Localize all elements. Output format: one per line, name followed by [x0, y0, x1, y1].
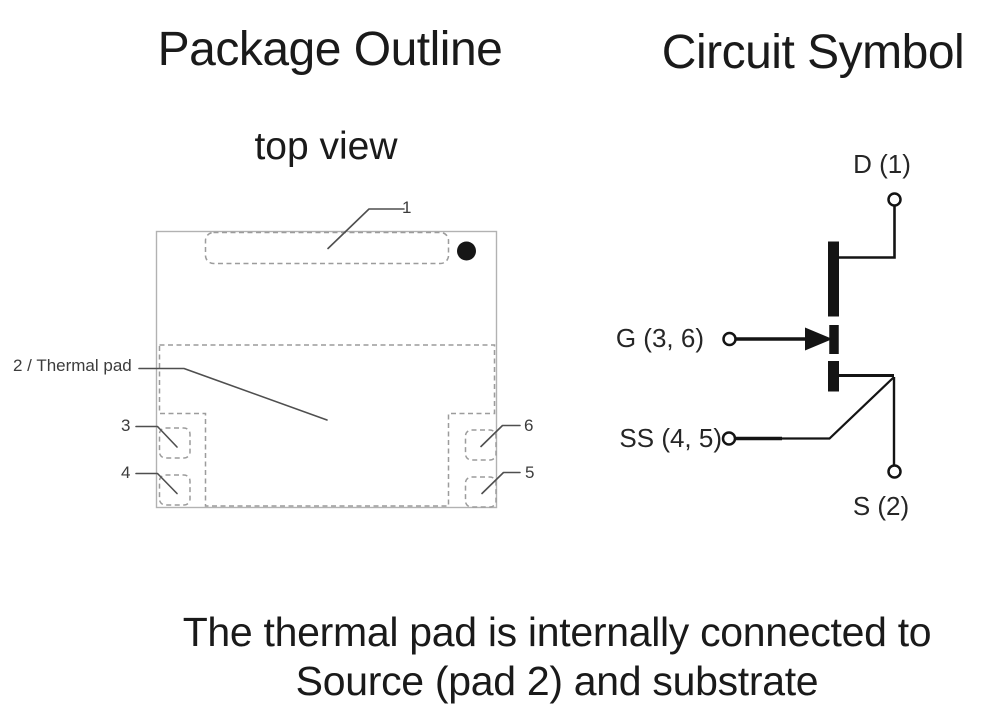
gate-terminal-label: G (3, 6)	[615, 323, 704, 353]
drain-wire	[839, 205, 896, 259]
leader-lines	[135, 208, 521, 495]
leader-line-thermal-pad	[138, 367, 328, 421]
top-view-subtitle: top view	[254, 125, 398, 168]
source-sense-terminal-circle	[721, 431, 737, 446]
thermal-pad-note: The thermal pad is internally connected …	[107, 608, 1000, 706]
gate-arrow-icon	[805, 327, 833, 351]
pin1-marker-dot-icon	[457, 241, 476, 261]
pin5-label: 5	[525, 463, 535, 482]
package-body-outline	[155, 230, 498, 509]
gate-terminal-circle	[722, 331, 737, 347]
drain-terminal-label: D (1)	[853, 149, 911, 179]
source-sense-terminal-label: SS (4, 5)	[619, 423, 722, 453]
thermal-pad-outline	[158, 344, 496, 507]
pad3-outline	[158, 427, 191, 459]
leader-line-pin4	[135, 472, 178, 495]
package-drawing	[155, 230, 498, 509]
thermal-pad-label: 2 / Thermal pad	[13, 356, 132, 375]
pin1-label: 1	[402, 198, 412, 217]
source-sense-wire	[782, 376, 895, 440]
package-pads	[158, 231, 497, 508]
note-line-2: Source (pad 2) and substrate	[295, 658, 819, 704]
pin6-label: 6	[524, 416, 534, 435]
pad5-outline	[464, 476, 497, 508]
source-terminal-label: S (2)	[852, 491, 910, 521]
circuit-symbol-title: Circuit Symbol	[661, 26, 965, 79]
note-line-1: The thermal pad is internally connected …	[182, 609, 932, 655]
pad6-outline	[464, 429, 497, 461]
mosfet-symbol	[721, 192, 902, 479]
pad4-outline	[158, 474, 191, 506]
leader-line-pin5	[481, 471, 521, 495]
package-outline-title: Package Outline	[157, 23, 503, 76]
pin3-label: 3	[121, 416, 131, 435]
leader-line-pin6	[480, 424, 521, 448]
source-terminal-circle	[887, 464, 902, 479]
leader-line-pin3	[135, 425, 178, 448]
leader-line-pin1	[327, 208, 405, 250]
pin4-label: 4	[121, 463, 131, 482]
pad1-outline	[204, 231, 450, 265]
drain-terminal-circle	[887, 192, 902, 207]
